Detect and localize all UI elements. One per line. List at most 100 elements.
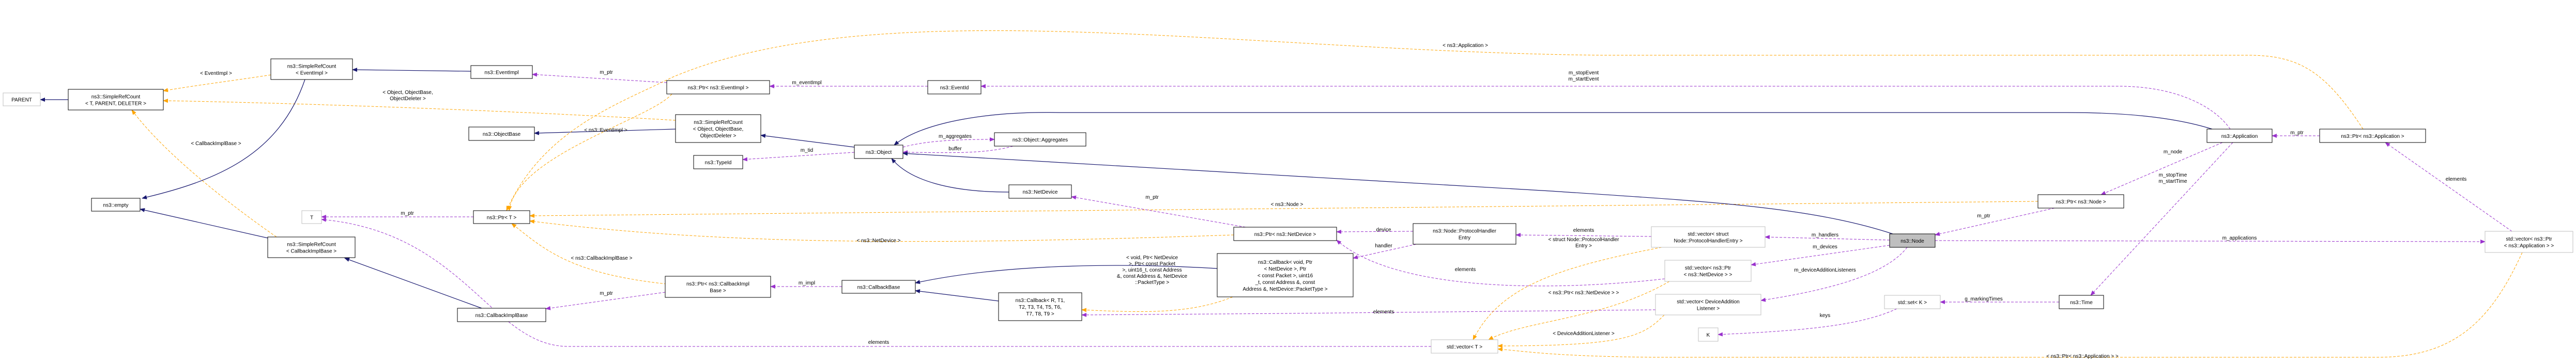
class-box[interactable]: [1217, 253, 1354, 297]
class-box[interactable]: [666, 80, 770, 94]
class-node-T[interactable]: T: [301, 210, 322, 224]
class-node-src_tpd[interactable]: ns3::SimpleRefCount< T, PARENT, DELETER …: [68, 89, 164, 110]
class-box[interactable]: [1889, 233, 1936, 248]
class-node-object[interactable]: ns3::Object: [854, 145, 903, 159]
class-box[interactable]: [270, 58, 353, 80]
inheritance-arrow: [534, 129, 676, 135]
class-node-src_cb[interactable]: ns3::SimpleRefCount< CallbackImplBase >: [267, 236, 356, 258]
class-node-src_ev[interactable]: ns3::SimpleRefCount< EventImpl >: [270, 58, 353, 80]
class-node-ptr_ev[interactable]: ns3::Ptr< ns3::EventImpl >: [666, 80, 770, 94]
class-node-cb_R[interactable]: ns3::Callback< R, T1,T2, T3, T4, T5, T6,…: [998, 292, 1082, 321]
edge-e16: elements: [321, 217, 1431, 347]
class-box[interactable]: [665, 276, 771, 298]
class-box[interactable]: [1884, 295, 1941, 309]
class-box[interactable]: [1008, 184, 1072, 199]
class-node-netdevice[interactable]: ns3::NetDevice: [1008, 184, 1072, 199]
class-node-eventimpl[interactable]: ns3::EventImpl: [470, 65, 533, 79]
class-node-typeid[interactable]: ns3::TypeId: [693, 155, 743, 169]
class-box[interactable]: [1698, 327, 1719, 342]
class-node-vec_dal[interactable]: std::vector< DeviceAdditionListener >: [1655, 294, 1761, 315]
class-node-cbbase[interactable]: ns3::CallbackBase: [841, 280, 916, 294]
edge-label: m_startTime: [2158, 179, 2187, 184]
class-node-setK[interactable]: std::set< K >: [1884, 295, 1941, 309]
class-box[interactable]: [267, 236, 356, 258]
class-box[interactable]: [927, 80, 982, 94]
class-name: < Object, ObjectBase,: [693, 126, 744, 132]
class-node-vecT[interactable]: std::vector< T >: [1431, 339, 1498, 354]
class-box[interactable]: [994, 132, 1086, 147]
class-name: Base >: [710, 288, 726, 294]
class-box[interactable]: [2059, 295, 2104, 309]
class-node-empty[interactable]: ns3::empty: [91, 198, 141, 212]
class-node-parent[interactable]: PARENT: [3, 92, 41, 106]
class-node-ptr_node[interactable]: ns3::Ptr< ns3::Node >: [2037, 194, 2124, 209]
class-box[interactable]: [1664, 260, 1752, 282]
class-box[interactable]: [1655, 294, 1761, 315]
inheritance-arrow: [760, 134, 855, 148]
class-name: T: [310, 215, 313, 221]
usage-arrow: [1353, 244, 1417, 259]
class-node-cbimplbase[interactable]: ns3::CallbackImplBase: [457, 308, 546, 322]
edge-label: device: [1376, 227, 1391, 233]
class-name: ns3::Ptr< T >: [487, 215, 517, 221]
class-box[interactable]: [1431, 339, 1498, 354]
class-box[interactable]: [301, 210, 322, 224]
class-node-application[interactable]: ns3::Application: [2206, 129, 2273, 143]
class-box[interactable]: [470, 65, 533, 79]
class-name: std::vector< struct: [1688, 232, 1728, 238]
edge-label: m_ptr: [1977, 213, 1990, 219]
class-box[interactable]: [457, 308, 546, 322]
class-node-ptr_app[interactable]: ns3::Ptr< ns3::Application >: [2319, 129, 2426, 143]
class-box[interactable]: [2037, 194, 2124, 209]
class-node-vec_nd[interactable]: std::vector< ns3::Ptr< ns3::NetDevice > …: [1664, 260, 1752, 282]
edge-label: < ns3::NetDevice >: [856, 238, 900, 244]
class-box[interactable]: [2485, 231, 2573, 253]
class-name: std::vector< T >: [1447, 344, 1482, 350]
class-box[interactable]: [1233, 227, 1337, 241]
edge-e44: g_markingTimes: [1940, 296, 2059, 304]
class-box[interactable]: [2206, 129, 2273, 143]
edge-label: m_applications: [2222, 235, 2257, 241]
class-box[interactable]: [675, 114, 761, 143]
edge-e29: [891, 158, 1009, 193]
class-node-src_obj[interactable]: ns3::SimpleRefCount< Object, ObjectBase,…: [675, 114, 761, 143]
class-box[interactable]: [693, 155, 743, 169]
class-node-vec_app[interactable]: std::vector< ns3::Ptr< ns3::Application …: [2485, 231, 2573, 253]
class-box[interactable]: [1413, 223, 1516, 245]
edge-label: elements: [1455, 267, 1476, 273]
class-box[interactable]: [998, 292, 1082, 321]
class-node-ptr_nd[interactable]: ns3::Ptr< ns3::NetDevice >: [1233, 227, 1337, 241]
class-node-aggregates[interactable]: ns3::Object::Aggregates: [994, 132, 1086, 147]
class-name: PARENT: [11, 98, 32, 103]
class-box[interactable]: [91, 198, 141, 212]
edge-label: elements: [1373, 309, 1394, 315]
edge-label: elements: [868, 340, 890, 345]
class-node-objectbase[interactable]: ns3::ObjectBase: [468, 126, 535, 141]
class-box[interactable]: [2319, 129, 2426, 143]
class-node-eventid[interactable]: ns3::EventId: [927, 80, 982, 94]
usage-arrow: [902, 146, 1014, 155]
template-arrow: [529, 219, 1234, 242]
class-box[interactable]: [473, 210, 530, 224]
edge-label: < ns3::Node >: [1271, 202, 1304, 208]
class-node-time[interactable]: ns3::Time: [2059, 295, 2104, 309]
class-name: < CallbackImplBase >: [286, 249, 336, 255]
template-arrow: [163, 99, 676, 121]
class-node-cb_void[interactable]: ns3::Callback< void, Ptr< NetDevice >, P…: [1217, 253, 1354, 297]
class-node-ptrT[interactable]: ns3::Ptr< T >: [473, 210, 530, 224]
class-box[interactable]: [854, 145, 903, 159]
usage-arrow: [2100, 142, 2223, 195]
class-node-K[interactable]: K: [1698, 327, 1719, 342]
class-box[interactable]: [841, 280, 916, 294]
class-node-node[interactable]: ns3::Node: [1889, 233, 1936, 248]
class-box[interactable]: [68, 89, 164, 110]
class-node-vec_phe[interactable]: std::vector< structNode::ProtocolHandler…: [1651, 226, 1766, 248]
class-box[interactable]: [1651, 226, 1766, 248]
class-box[interactable]: [3, 92, 41, 106]
class-node-ptr_cbi[interactable]: ns3::Ptr< ns3::CallbackImplBase >: [665, 276, 771, 298]
class-name: Entry: [1459, 235, 1470, 241]
class-box[interactable]: [468, 126, 535, 141]
class-node-phe[interactable]: ns3::Node::ProtocolHandlerEntry: [1413, 223, 1516, 245]
usage-arrow: [1765, 235, 1890, 241]
edge-label: < struct Node::ProtocolHandler: [1548, 237, 1619, 243]
